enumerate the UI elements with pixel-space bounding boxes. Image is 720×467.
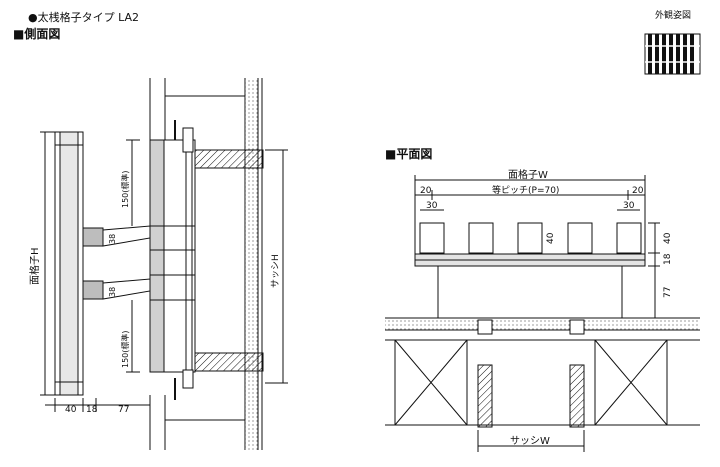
sash-width-label: サッシW: [510, 435, 550, 447]
exterior-view-label: 外観姿図: [655, 11, 692, 21]
bottom-dim-77: 77: [118, 405, 129, 415]
side-view-drawing: [40, 78, 288, 450]
sash-height-label: サッシH: [270, 254, 281, 288]
grille-height-label: 面格子H: [28, 247, 41, 285]
edge-dim-left: 20: [420, 186, 432, 196]
pitch-label: 等ピッチ(P=70): [492, 184, 559, 196]
grille-width-label: 面格子W: [508, 168, 548, 181]
plan-view-title: ■平面図: [385, 147, 433, 161]
dim-150-top: 150(標準): [120, 170, 130, 208]
edge-dim-right: 20: [632, 186, 644, 196]
right-dim-18: 18: [663, 253, 673, 265]
bar-dim-30-right: 30: [623, 201, 635, 211]
dim-38-bottom: 38: [108, 287, 117, 297]
right-dim-77: 77: [663, 287, 673, 298]
product-line-caption: ●太桟格子タイプ LA2: [28, 11, 139, 24]
right-dim-40: 40: [663, 232, 673, 244]
side-view-title: ■側面図: [13, 27, 61, 41]
exterior-thumbnail: [644, 33, 701, 75]
bottom-dim-18: 18: [86, 405, 98, 415]
bottom-dim-40: 40: [65, 405, 77, 415]
dim-38-top: 38: [108, 234, 117, 244]
plan-view-drawing: [385, 175, 700, 452]
bar-dim-30-left: 30: [426, 201, 438, 211]
dim-150-bottom: 150(標準): [120, 330, 130, 368]
bar-dim-40-mid: 40: [546, 232, 556, 244]
